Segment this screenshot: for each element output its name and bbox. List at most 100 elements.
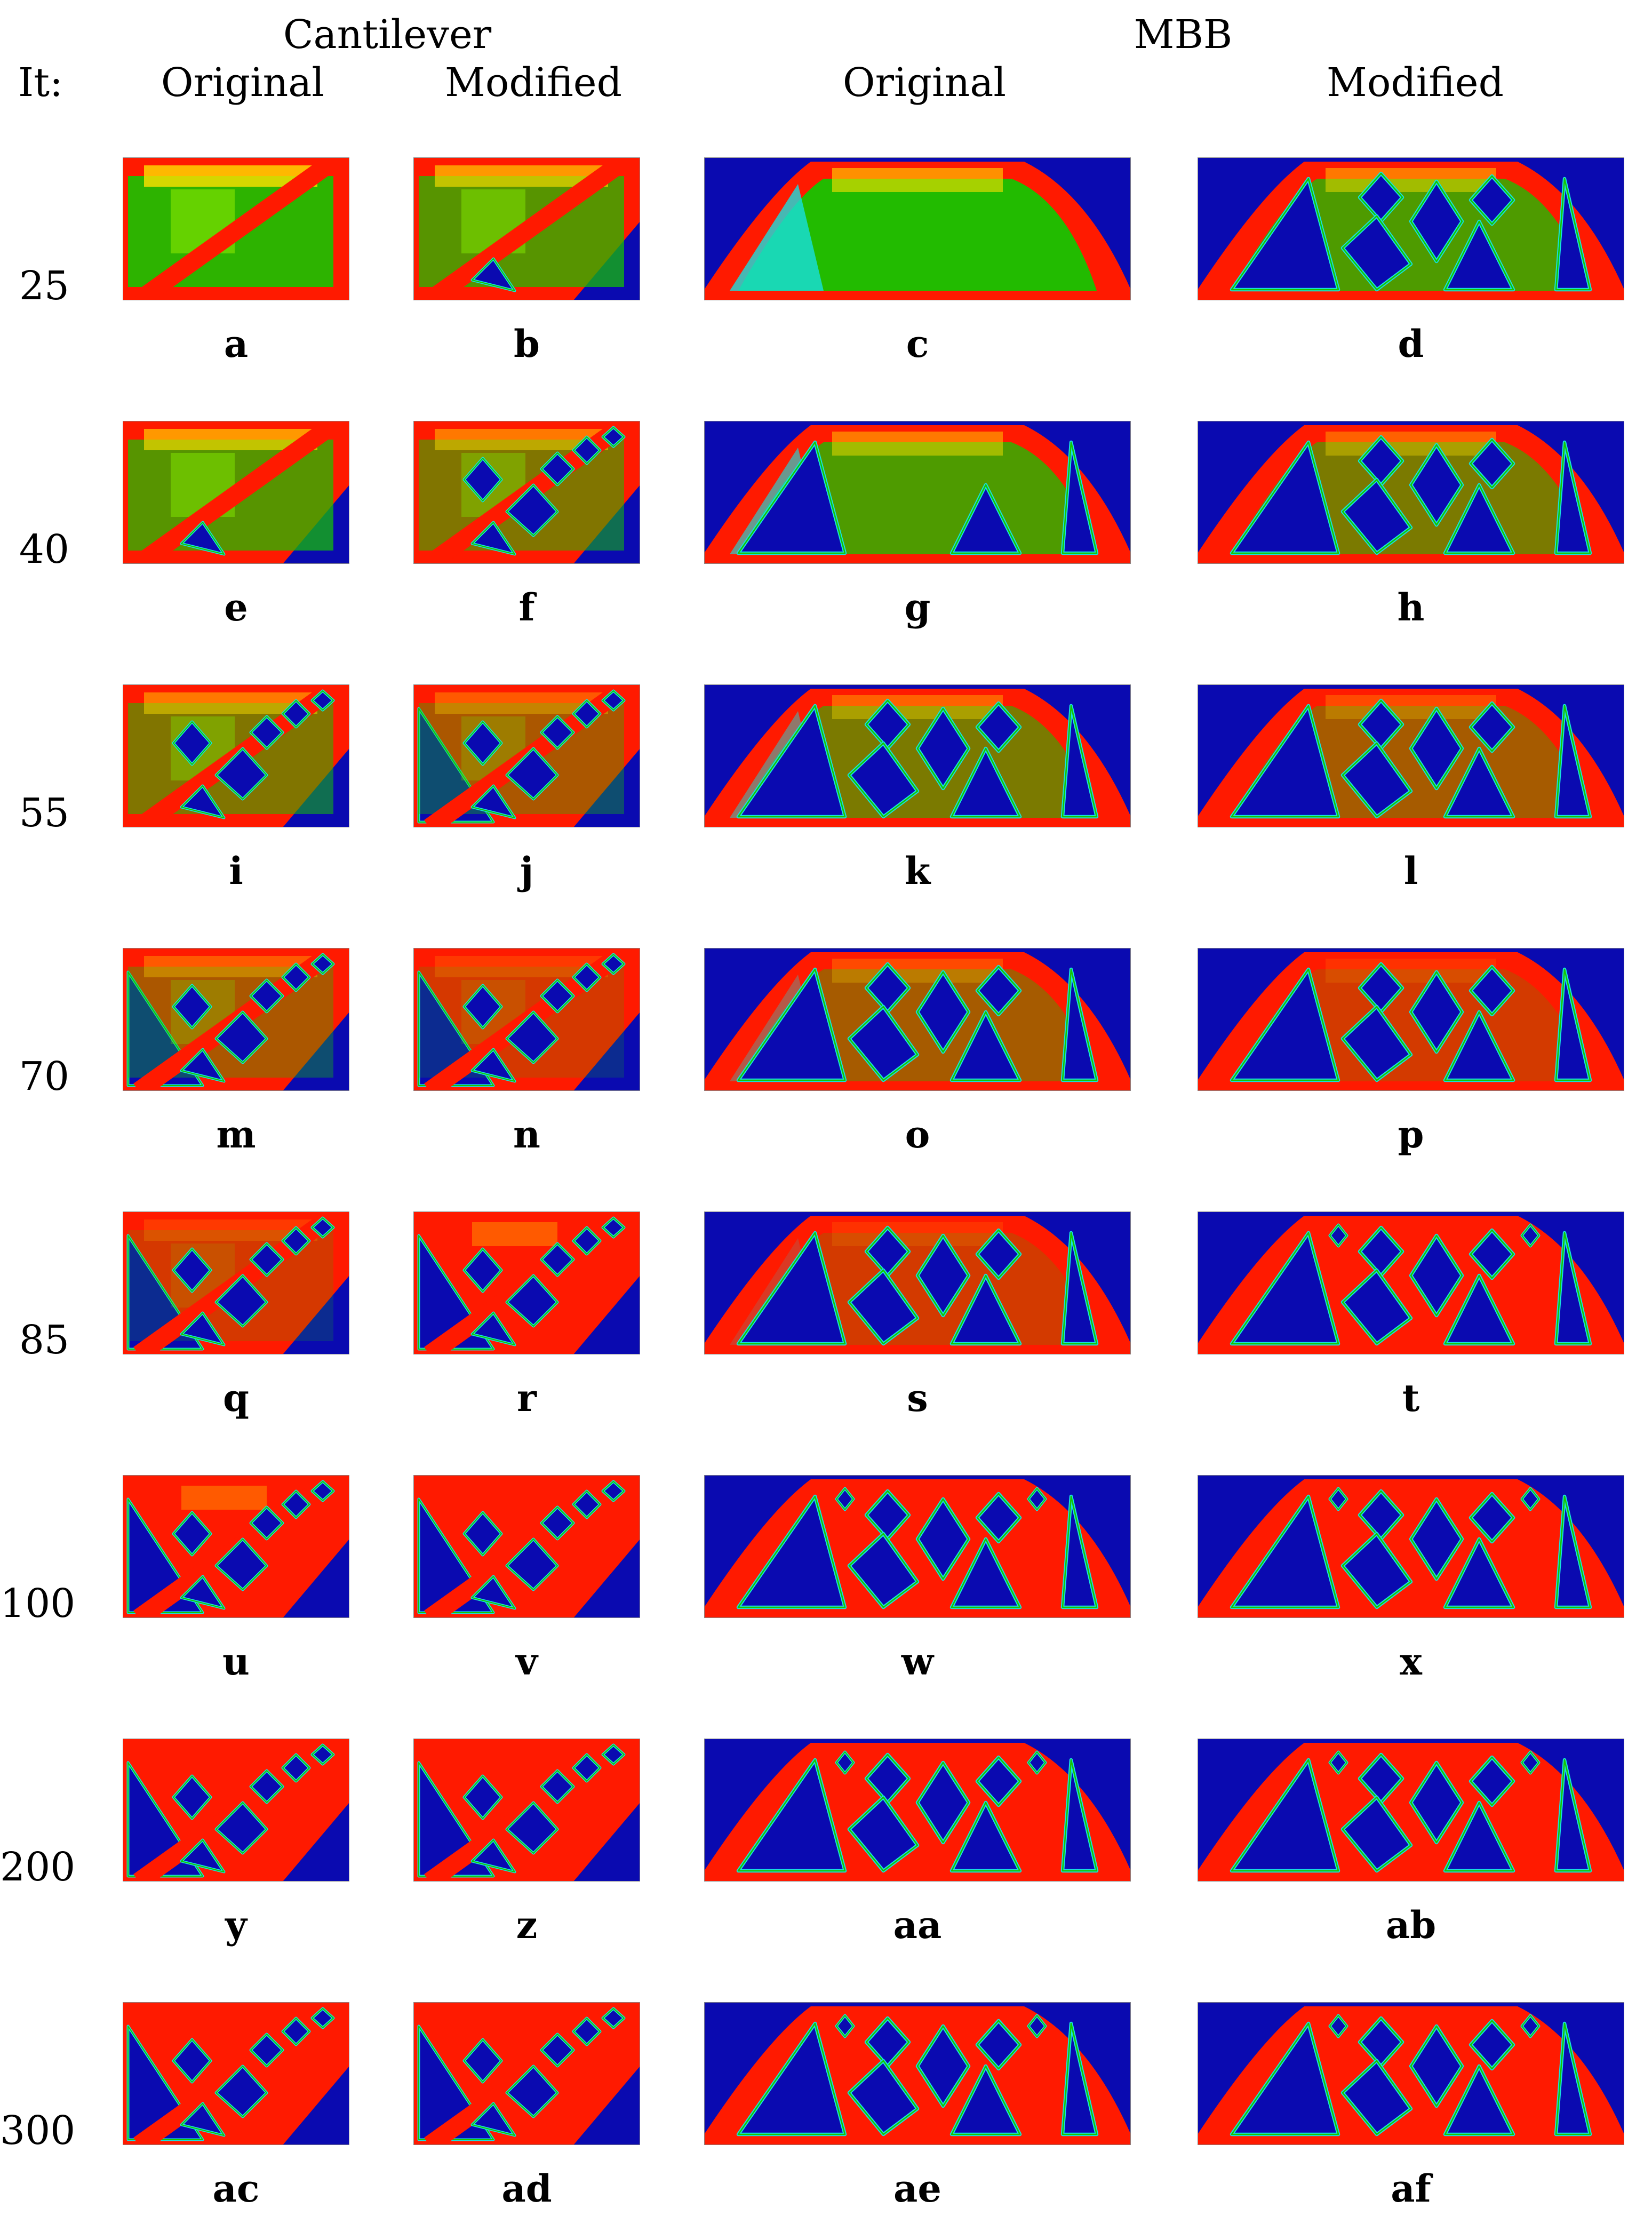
mbb-mod-topology-panel	[1198, 1739, 1624, 1882]
panel-caption: m	[216, 1112, 256, 1157]
iteration-label: 55	[19, 790, 69, 836]
mbb-orig-topology-panel	[704, 1475, 1131, 1618]
panel-caption: n	[513, 1112, 540, 1157]
density-contour-plot	[413, 1475, 640, 1618]
panel-caption: u	[222, 1639, 250, 1684]
density-contour-plot	[123, 1211, 349, 1354]
mbb-mod-topology-panel	[1198, 2002, 1624, 2145]
iteration-label: 70	[19, 1054, 69, 1099]
density-contour-plot	[704, 1211, 1131, 1354]
panel-caption: p	[1398, 1112, 1424, 1157]
mbb-orig-topology-panel	[704, 157, 1131, 300]
density-contour-plot	[123, 1475, 349, 1618]
mbb-orig-topology-panel	[704, 948, 1131, 1091]
cantilever-orig-topology-panel	[123, 2002, 349, 2145]
panel-caption: w	[901, 1639, 934, 1684]
iteration-label: 40	[19, 527, 69, 572]
density-contour-plot	[704, 1739, 1131, 1882]
panel-caption: ad	[501, 2166, 552, 2211]
density-contour-plot	[1198, 948, 1624, 1091]
panel-caption: af	[1391, 2166, 1431, 2211]
cantilever-orig-topology-panel	[123, 1739, 349, 1882]
panel-caption: q	[223, 1376, 249, 1420]
density-contour-plot	[413, 157, 640, 300]
density-contour-plot	[1198, 421, 1624, 564]
density-contour-plot	[123, 2002, 349, 2145]
cantilever-mod-topology-panel	[413, 1211, 640, 1354]
density-contour-plot	[413, 2002, 640, 2145]
panel-caption: x	[1400, 1639, 1422, 1684]
iteration-label: 300	[0, 2108, 76, 2154]
cantilever-mod-topology-panel	[413, 421, 640, 564]
density-contour-plot	[1198, 157, 1624, 300]
density-contour-plot	[704, 684, 1131, 827]
cantilever-mod-topology-panel	[413, 948, 640, 1091]
panel-caption: g	[904, 585, 931, 629]
iteration-axis-label: It:	[18, 60, 63, 106]
iteration-label: 25	[19, 263, 69, 309]
column-header-cantilever-modified: Modified	[445, 60, 622, 106]
density-contour-plot	[704, 2002, 1131, 2145]
density-contour-plot	[123, 157, 349, 300]
cantilever-orig-topology-panel	[123, 948, 349, 1091]
mbb-orig-topology-panel	[704, 1211, 1131, 1354]
mbb-mod-topology-panel	[1198, 684, 1624, 827]
density-contour-plot	[123, 421, 349, 564]
cantilever-orig-topology-panel	[123, 421, 349, 564]
panel-caption: h	[1397, 585, 1425, 629]
cantilever-orig-topology-panel	[123, 684, 349, 827]
panel-caption: ab	[1385, 1903, 1436, 1947]
density-contour-plot	[1198, 1211, 1624, 1354]
panel-caption: s	[907, 1376, 928, 1420]
density-contour-plot	[1198, 1475, 1624, 1618]
column-header-mbb-original: Original	[842, 60, 1007, 106]
column-header-mbb-modified: Modified	[1327, 60, 1504, 106]
iteration-label: 200	[0, 1844, 76, 1890]
column-header-cantilever-original: Original	[161, 60, 325, 106]
density-contour-plot	[413, 684, 640, 827]
panel-caption: f	[518, 585, 535, 629]
density-contour-plot	[123, 948, 349, 1091]
density-contour-plot	[1198, 2002, 1624, 2145]
mbb-mod-topology-panel	[1198, 421, 1624, 564]
density-contour-plot	[704, 421, 1131, 564]
panel-caption: l	[1403, 849, 1418, 893]
group-header-cantilever: Cantilever	[283, 12, 492, 58]
cantilever-mod-topology-panel	[413, 2002, 640, 2145]
density-contour-plot	[1198, 684, 1624, 827]
iteration-label: 100	[0, 1581, 76, 1627]
panel-caption: ac	[212, 2166, 260, 2211]
panel-caption: z	[516, 1903, 538, 1947]
mbb-mod-topology-panel	[1198, 948, 1624, 1091]
cantilever-mod-topology-panel	[413, 684, 640, 827]
density-contour-plot	[704, 948, 1131, 1091]
cantilever-orig-topology-panel	[123, 157, 349, 300]
panel-caption: k	[904, 849, 931, 893]
density-contour-plot	[123, 684, 349, 827]
density-contour-plot	[413, 1739, 640, 1882]
density-contour-plot	[413, 1211, 640, 1354]
cantilever-mod-topology-panel	[413, 157, 640, 300]
cantilever-orig-topology-panel	[123, 1475, 349, 1618]
density-contour-plot	[704, 157, 1131, 300]
panel-caption: e	[224, 585, 248, 629]
density-contour-plot	[413, 421, 640, 564]
panel-caption: ae	[893, 2166, 941, 2211]
panel-caption: y	[225, 1903, 247, 1947]
density-contour-plot	[1198, 1739, 1624, 1882]
panel-caption: t	[1402, 1376, 1420, 1420]
panel-caption: r	[517, 1376, 537, 1420]
mbb-orig-topology-panel	[704, 2002, 1131, 2145]
panel-caption: d	[1398, 322, 1424, 366]
iteration-label: 85	[19, 1317, 69, 1363]
mbb-orig-topology-panel	[704, 1739, 1131, 1882]
group-header-mbb: MBB	[1134, 12, 1233, 58]
panel-caption: o	[905, 1112, 930, 1157]
panel-caption: a	[224, 322, 249, 366]
panel-caption: aa	[893, 1903, 942, 1947]
mbb-orig-topology-panel	[704, 684, 1131, 827]
density-contour-plot	[704, 1475, 1131, 1618]
mbb-mod-topology-panel	[1198, 157, 1624, 300]
mbb-orig-topology-panel	[704, 421, 1131, 564]
panel-caption: c	[906, 322, 929, 366]
